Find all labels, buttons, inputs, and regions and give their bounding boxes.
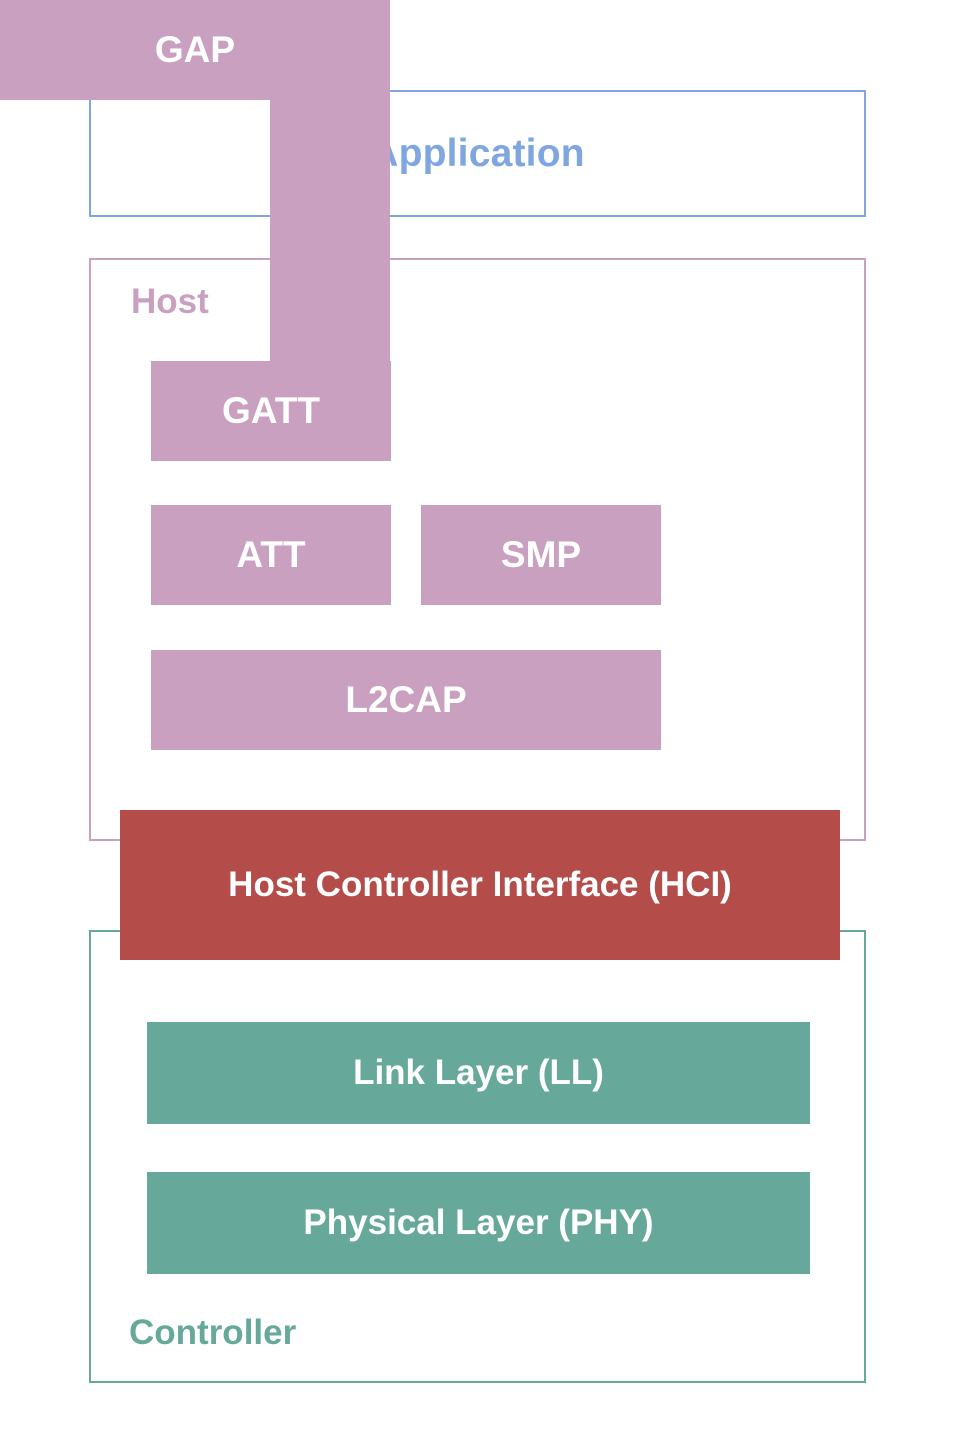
application-layer-box: Application xyxy=(89,90,866,217)
block-smp: SMP xyxy=(421,505,661,605)
block-link-layer: Link Layer (LL) xyxy=(147,1022,810,1124)
block-gap: GAP xyxy=(0,0,390,390)
block-hci-label: Host Controller Interface (HCI) xyxy=(228,864,732,904)
controller-layer-box: Controller xyxy=(89,930,866,1383)
block-l2cap: L2CAP xyxy=(151,650,661,750)
block-l2cap-label: L2CAP xyxy=(345,678,467,720)
block-gap-right-column xyxy=(270,100,390,390)
host-label: Host xyxy=(131,282,209,321)
block-physical-layer: Physical Layer (PHY) xyxy=(147,1172,810,1274)
block-att: ATT xyxy=(151,505,391,605)
block-link-layer-label: Link Layer (LL) xyxy=(353,1052,604,1092)
block-gatt-label: GATT xyxy=(222,389,320,431)
block-gap-label: GAP xyxy=(154,29,236,70)
controller-label: Controller xyxy=(129,1313,297,1352)
block-att-label: ATT xyxy=(236,533,306,575)
block-smp-label: SMP xyxy=(500,533,582,575)
block-physical-layer-label: Physical Layer (PHY) xyxy=(303,1202,654,1242)
block-gap-top-bar xyxy=(0,0,390,100)
block-hci: Host Controller Interface (HCI) xyxy=(120,810,840,960)
application-label: Application xyxy=(370,131,585,175)
